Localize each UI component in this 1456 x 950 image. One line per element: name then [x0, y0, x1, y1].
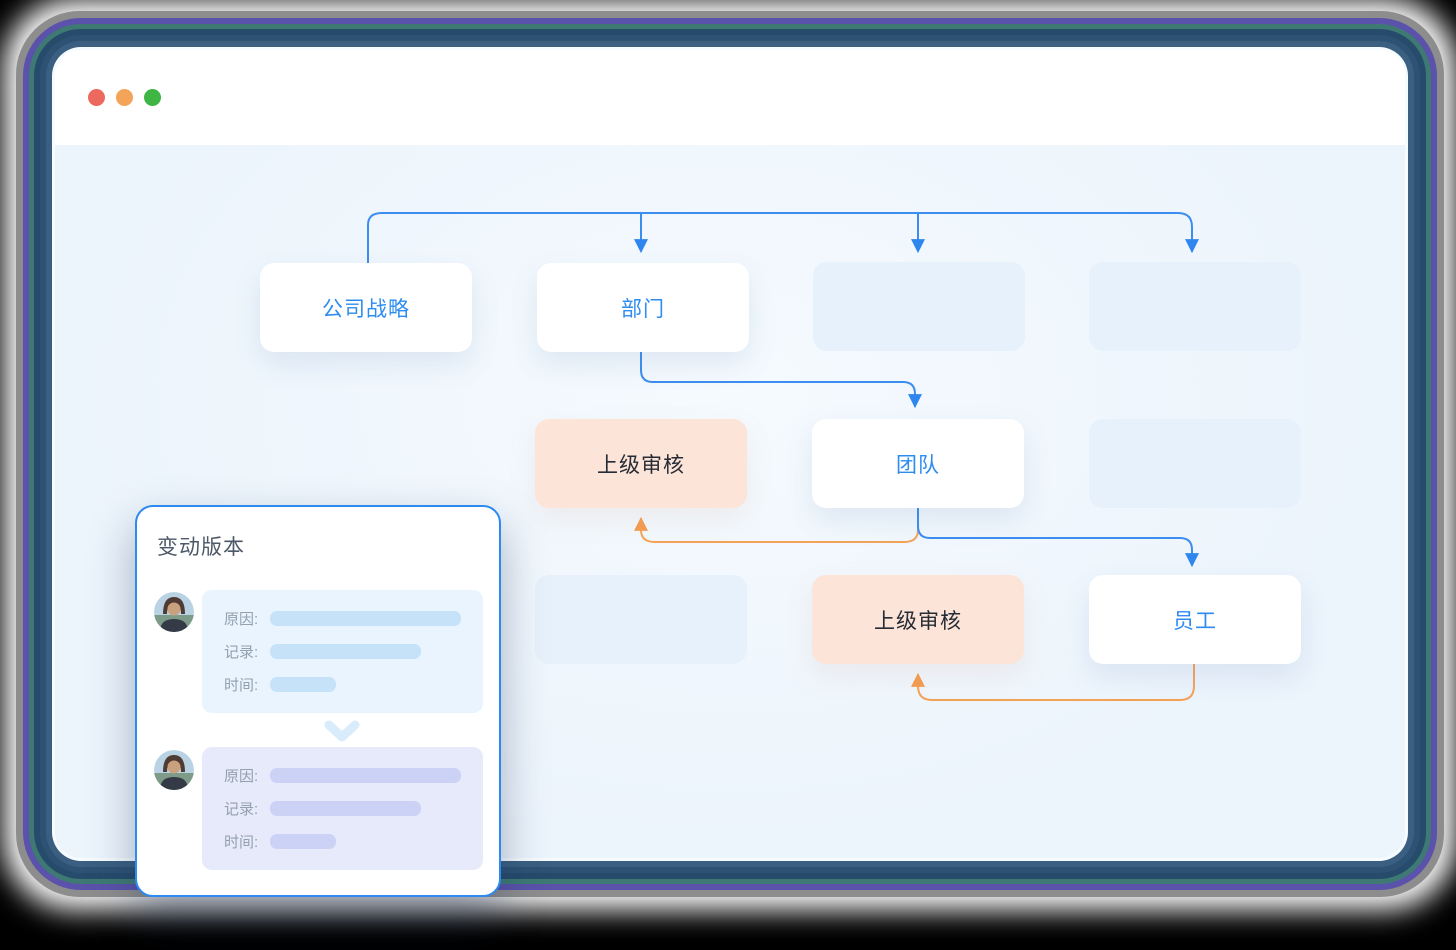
chevron-down-icon	[323, 720, 361, 749]
node-strategy: 公司战略	[260, 263, 472, 352]
field-time: 时间:	[224, 674, 483, 695]
avatar	[154, 592, 194, 632]
node-review-bottom: 上级审核	[812, 575, 1024, 664]
connector-department-to-team	[640, 351, 922, 409]
node-staff: 员工	[1089, 575, 1301, 664]
avatar	[154, 750, 194, 790]
field-record: 记录:	[224, 641, 483, 662]
field-label: 原因:	[224, 768, 259, 785]
version-history-card: 变动版本 原因: 记录: 时间:	[135, 505, 501, 897]
redacted-value-bar	[270, 768, 461, 783]
connector-staff-to-review	[911, 663, 1195, 701]
node-team: 团队	[812, 419, 1024, 508]
version-card-title: 变动版本	[157, 536, 245, 559]
minimize-window-button[interactable]	[116, 89, 133, 106]
field-label: 原因:	[224, 611, 259, 628]
window-titlebar	[55, 50, 1405, 145]
field-label: 记录:	[224, 801, 259, 818]
node-placeholder	[535, 575, 747, 664]
zoom-window-button[interactable]	[144, 89, 161, 106]
node-review-top: 上级审核	[535, 419, 747, 508]
connector-team-to-review	[634, 507, 919, 543]
redacted-value-bar	[270, 801, 421, 816]
field-reason: 原因:	[224, 765, 483, 786]
field-label: 时间:	[224, 677, 259, 694]
node-department: 部门	[537, 263, 749, 352]
field-time: 时间:	[224, 831, 483, 852]
redacted-value-bar	[270, 644, 421, 659]
node-placeholder	[813, 262, 1025, 351]
node-placeholder	[1089, 262, 1301, 351]
field-label: 记录:	[224, 644, 259, 661]
connector-strategy-rail	[367, 212, 1199, 264]
redacted-value-bar	[270, 677, 336, 692]
field-label: 时间:	[224, 834, 259, 851]
field-reason: 原因:	[224, 608, 483, 629]
node-placeholder	[1089, 419, 1301, 508]
version-entry-previous: 原因: 记录: 时间:	[202, 747, 483, 870]
browser-window: 公司战略 部门 上级审核 团队 上级审核 员工	[55, 50, 1405, 858]
version-entry-current: 原因: 记录: 时间:	[202, 590, 483, 713]
connector-team-to-staff	[917, 507, 1199, 568]
close-window-button[interactable]	[88, 89, 105, 106]
redacted-value-bar	[270, 834, 336, 849]
redacted-value-bar	[270, 611, 461, 626]
field-record: 记录:	[224, 798, 483, 819]
